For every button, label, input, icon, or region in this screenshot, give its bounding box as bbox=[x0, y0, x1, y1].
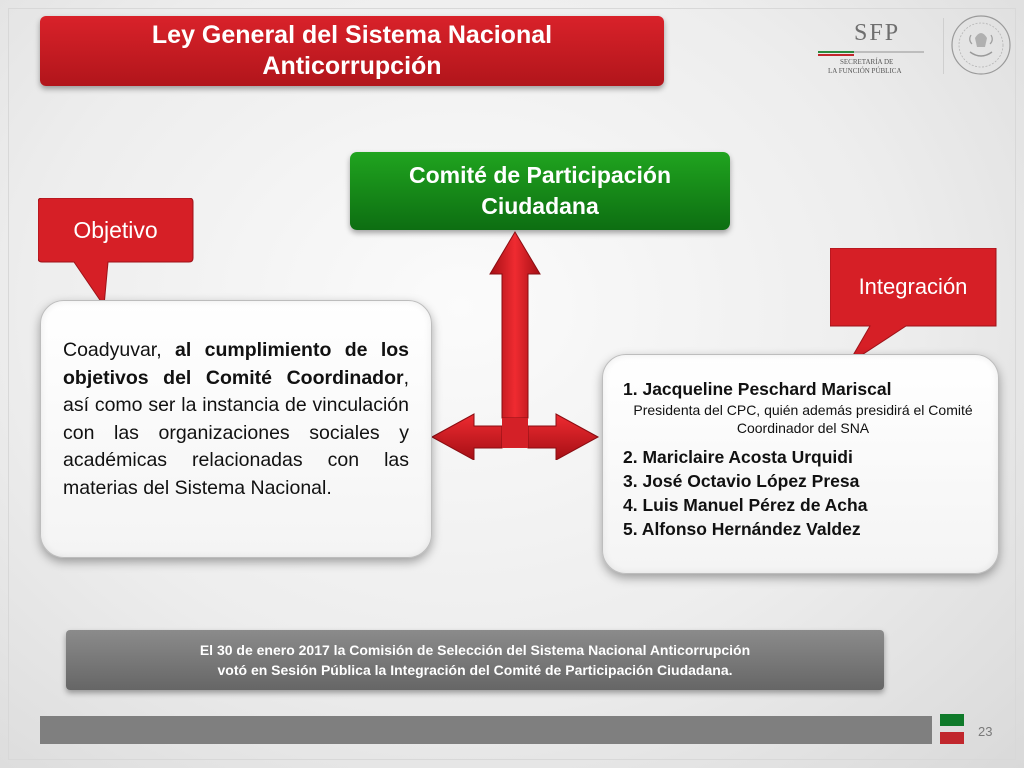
sfp-acronym: SFP bbox=[854, 20, 901, 46]
logo-green-line bbox=[818, 51, 854, 53]
arrow-up-icon bbox=[489, 231, 541, 419]
objetivo-callout: Objetivo bbox=[38, 198, 195, 308]
objetivo-panel: Coadyuvar, al cumplimiento de los objeti… bbox=[40, 300, 432, 558]
member-note: Presidenta del CPC, quién además presidi… bbox=[633, 402, 973, 436]
sfp-logo: SFP SECRETARÍA DE LA FUNCIÓN PÚBLICA bbox=[818, 20, 936, 76]
callout-shape bbox=[38, 198, 194, 308]
arrow-right-icon bbox=[527, 413, 600, 460]
logo-gray-line bbox=[854, 51, 924, 53]
info-banner: El 30 de enero 2017 la Comisión de Selec… bbox=[66, 630, 884, 690]
page-number: 23 bbox=[978, 724, 993, 739]
title-line-1: Ley General del Sistema Nacional bbox=[151, 21, 553, 49]
member-item: 3. José Octavio López Presa bbox=[623, 471, 860, 491]
callout-shape bbox=[830, 248, 997, 365]
sfp-subtitle-line-2: LA FUNCIÓN PÚBLICA bbox=[828, 67, 902, 75]
committee-line-2: Ciudadana bbox=[481, 193, 599, 219]
objetivo-text: Coadyuvar, al cumplimiento de los objeti… bbox=[63, 337, 409, 502]
logo-divider bbox=[943, 18, 944, 74]
objetivo-text-part-1: Coadyuvar, bbox=[63, 339, 175, 361]
member-item: 4. Luis Manuel Pérez de Acha bbox=[623, 495, 868, 515]
slide-frame bbox=[8, 8, 1016, 760]
integracion-panel: 1. Jacqueline Peschard Mariscal Presiden… bbox=[602, 354, 999, 574]
mexico-seal-icon bbox=[951, 15, 1011, 75]
integracion-callout: Integración bbox=[830, 248, 998, 365]
title-line-2: Anticorrupción bbox=[262, 52, 442, 80]
member-item: 1. Jacqueline Peschard Mariscal bbox=[623, 379, 892, 399]
logo-red-line bbox=[818, 54, 854, 56]
objetivo-text-part-2: , así como ser la instancia de vinculaci… bbox=[63, 366, 409, 499]
members-list: 1. Jacqueline Peschard Mariscal Presiden… bbox=[623, 377, 983, 541]
integracion-tag-label: Integración bbox=[858, 274, 968, 299]
banner-line-1: El 30 de enero 2017 la Comisión de Selec… bbox=[199, 642, 751, 658]
slide-title: Ley General del Sistema Nacional Anticor… bbox=[40, 16, 664, 86]
three-way-arrow-icon bbox=[430, 231, 600, 460]
committee-box: Comité de Participación Ciudadana bbox=[350, 152, 730, 230]
committee-line-1: Comité de Participación bbox=[408, 162, 671, 188]
flag-red-block bbox=[940, 732, 964, 744]
objetivo-tag-label: Objetivo bbox=[73, 216, 158, 243]
member-item: 5. Alfonso Hernández Valdez bbox=[623, 519, 861, 539]
sfp-subtitle: SECRETARÍA DE LA FUNCIÓN PÚBLICA bbox=[828, 58, 902, 76]
sfp-subtitle-line-1: SECRETARÍA DE bbox=[840, 58, 894, 66]
arrow-left-icon bbox=[430, 413, 503, 460]
footer-bar bbox=[40, 716, 932, 744]
member-item: 2. Mariclaire Acosta Urquidi bbox=[623, 447, 853, 467]
flag-green-block bbox=[940, 714, 964, 726]
objetivo-text-bold: al cumplimiento de los objetivos del Com… bbox=[63, 339, 409, 389]
banner-line-2: votó en Sesión Pública la Integración de… bbox=[217, 662, 733, 678]
